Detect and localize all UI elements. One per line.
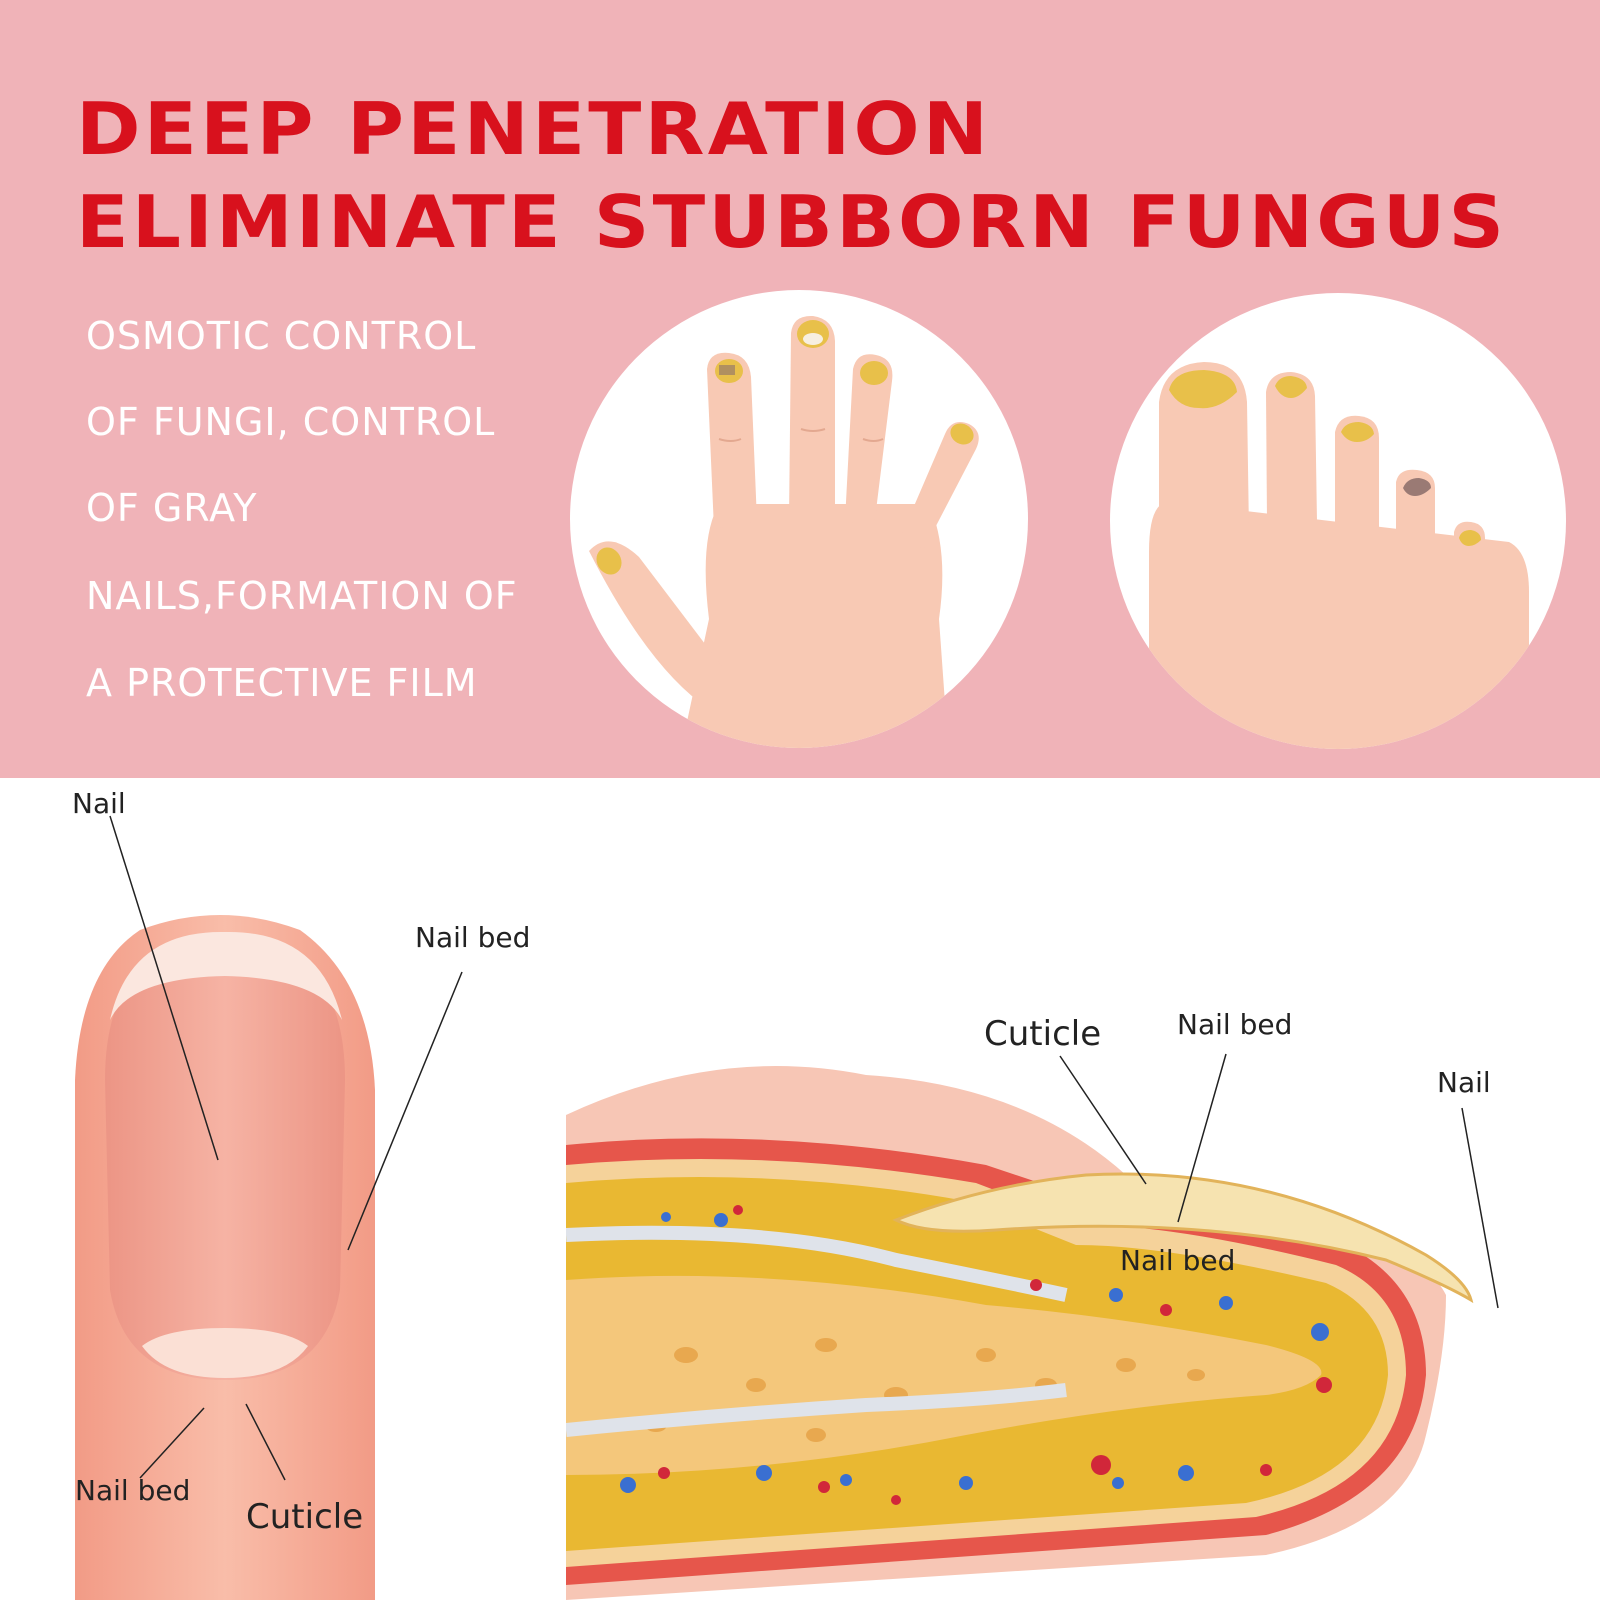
label-leader-lines <box>109 815 1499 1481</box>
label-nail-bed-top-view: Nail bed <box>415 921 531 954</box>
description-line-4: NAILS,FORMATION OF <box>86 574 518 618</box>
label-nail-bed-bottom: Nail bed <box>75 1474 191 1507</box>
finger-top-view-illustration <box>75 915 375 1600</box>
label-nail-cross-section: Nail <box>1437 1066 1491 1099</box>
label-nail-top-view: Nail <box>72 787 126 820</box>
label-cuticle-top-view: Cuticle <box>246 1497 364 1537</box>
description-line-2: OF FUNGI, CONTROL <box>86 400 496 444</box>
top-banner: DEEP PENETRATION ELIMINATE STUBBORN FUNG… <box>0 0 1600 778</box>
description-line-1: OSMOTIC CONTROL <box>86 314 477 358</box>
headline-line-2: ELIMINATE STUBBORN FUNGUS <box>76 180 1508 264</box>
label-nail-bed-cross-section: Nail bed <box>1177 1008 1293 1041</box>
infected-toes-illustration <box>1110 293 1566 749</box>
label-nail-bed-inner: Nail bed <box>1120 1244 1236 1277</box>
description-line-5: A PROTECTIVE FILM <box>86 661 478 705</box>
label-cuticle-cross-section: Cuticle <box>984 1014 1102 1054</box>
infected-hand-illustration <box>570 290 1028 748</box>
headline-line-1: DEEP PENETRATION <box>76 87 992 171</box>
nail-cross-section-illustration <box>566 1066 1474 1600</box>
description-line-3: OF GRAY <box>86 486 258 530</box>
